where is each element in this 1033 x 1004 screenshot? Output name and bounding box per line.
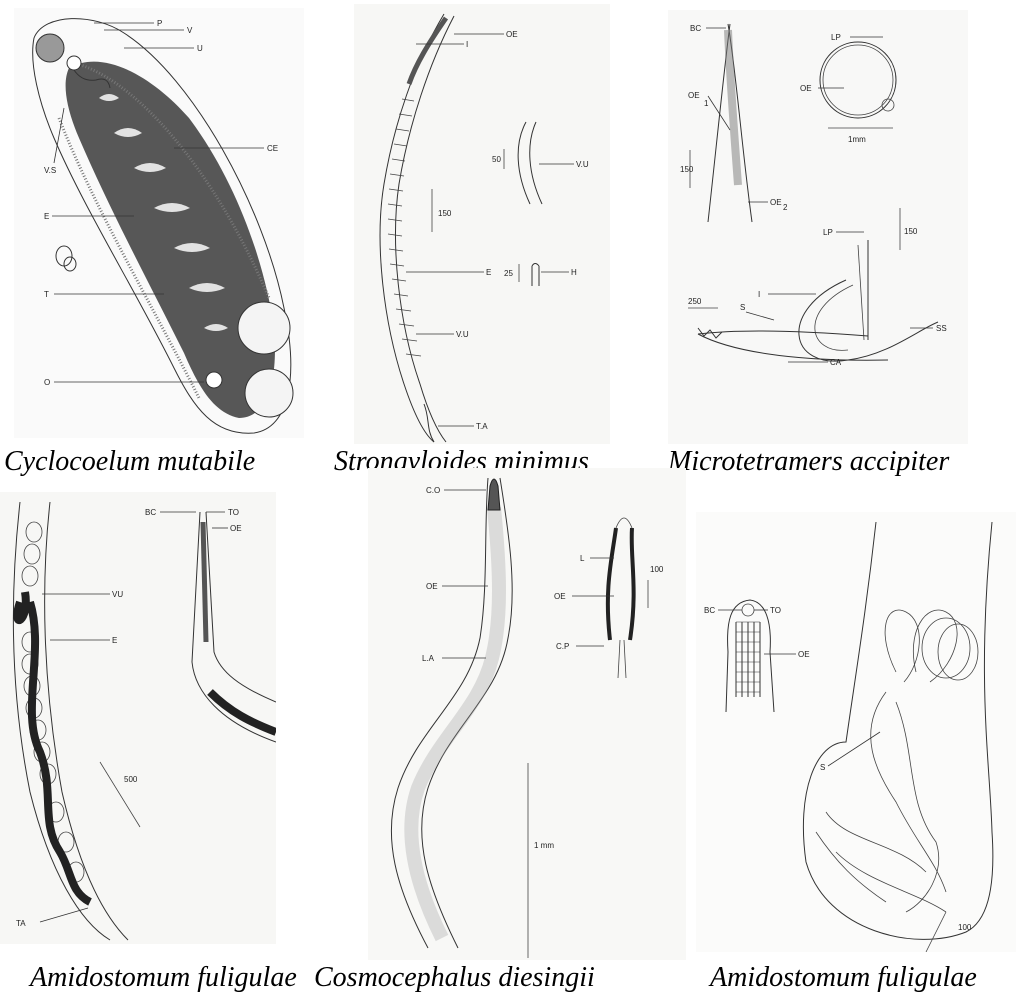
label-s: S bbox=[740, 303, 745, 312]
label-ca: CA bbox=[830, 358, 842, 367]
label-to: TO bbox=[770, 606, 781, 615]
caption-p4: Amidostomum fuligulae bbox=[30, 964, 297, 992]
label-ta: T.A bbox=[476, 422, 488, 431]
panel-microtetramers: BC OE 1 150 OE 2 LP OE 1mm LP 150 I SS 2… bbox=[668, 10, 968, 444]
label-p: P bbox=[157, 19, 162, 28]
label-o: O bbox=[44, 378, 50, 387]
label-oe: OE bbox=[426, 582, 438, 591]
label-vu: VU bbox=[112, 590, 123, 599]
label-scale-50: 50 bbox=[492, 155, 501, 164]
label-vu: V.U bbox=[456, 330, 469, 339]
label-oe: OE bbox=[230, 524, 242, 533]
panel-cyclocoelum: P V U CE V.S E T O bbox=[14, 8, 304, 438]
label-e: E bbox=[486, 268, 491, 277]
strongyloides-drawing: OE I 50 V.U 150 E 25 H V.U T.A bbox=[354, 4, 610, 444]
label-cp: C.P bbox=[556, 642, 569, 651]
label-scale-500: 500 bbox=[124, 775, 138, 784]
label-oe1-sub: 1 bbox=[704, 99, 709, 108]
label-ss: SS bbox=[936, 324, 947, 333]
label-i: I bbox=[758, 290, 760, 299]
label-scale-25: 25 bbox=[504, 269, 513, 278]
label-oe-detail: OE bbox=[554, 592, 566, 601]
label-scale-100: 100 bbox=[958, 923, 972, 932]
label-bc: BC bbox=[704, 606, 715, 615]
label-i: I bbox=[466, 40, 468, 49]
label-e: E bbox=[112, 636, 117, 645]
amidostomum-2-drawing: BC TO OE S 100 bbox=[696, 512, 1016, 952]
panel-amidostomum-2: BC TO OE S 100 bbox=[696, 512, 1016, 952]
label-vs: V.S bbox=[44, 166, 56, 175]
label-lp: LP bbox=[831, 33, 841, 42]
label-la: L.A bbox=[422, 654, 435, 663]
label-s: S bbox=[820, 763, 825, 772]
label-ce: CE bbox=[267, 144, 278, 153]
label-bc: BC bbox=[145, 508, 156, 517]
label-scale-100: 100 bbox=[650, 565, 664, 574]
caption-p1: Cyclocoelum mutabile bbox=[4, 448, 255, 476]
label-t: T bbox=[44, 290, 49, 299]
label-oe: OE bbox=[798, 650, 810, 659]
label-scale-1mm: 1 mm bbox=[534, 841, 554, 850]
panel-amidostomum-1: BC TO OE VU E 500 TA bbox=[0, 492, 276, 944]
label-h: H bbox=[571, 268, 577, 277]
label-scale-1mm: 1mm bbox=[848, 135, 866, 144]
label-ta: TA bbox=[16, 919, 26, 928]
label-scale-150: 150 bbox=[680, 165, 694, 174]
microtetramers-drawing: BC OE 1 150 OE 2 LP OE 1mm LP 150 I SS 2… bbox=[668, 10, 968, 444]
label-scale-250: 250 bbox=[688, 297, 702, 306]
label-lp-detail: LP bbox=[823, 228, 833, 237]
panel-cosmocephalus: C.O OE L.A 1 mm L 100 OE C.P bbox=[368, 468, 686, 960]
label-e: E bbox=[44, 212, 49, 221]
label-oe2: OE bbox=[770, 198, 782, 207]
label-scale-150-detail: 150 bbox=[904, 227, 918, 236]
label-to: TO bbox=[228, 508, 239, 517]
label-scale-150: 150 bbox=[438, 209, 452, 218]
label-oe2-sub: 2 bbox=[783, 203, 788, 212]
cyclocoelum-drawing: P V U CE V.S E T O bbox=[14, 8, 304, 438]
label-v: V bbox=[187, 26, 193, 35]
cosmocephalus-drawing: C.O OE L.A 1 mm L 100 OE C.P bbox=[368, 468, 686, 960]
caption-p5: Cosmocephalus diesingii bbox=[314, 964, 595, 992]
label-oe: OE bbox=[506, 30, 518, 39]
label-vu-detail: V.U bbox=[576, 160, 589, 169]
label-co: C.O bbox=[426, 486, 440, 495]
label-bc: BC bbox=[690, 24, 701, 33]
amidostomum-1-drawing: BC TO OE VU E 500 TA bbox=[0, 492, 276, 944]
caption-p3: Microtetramers accipiter bbox=[668, 448, 949, 476]
panel-strongyloides: OE I 50 V.U 150 E 25 H V.U T.A bbox=[354, 4, 610, 444]
caption-p6: Amidostomum fuligulae bbox=[710, 964, 977, 992]
label-oe1: OE bbox=[688, 91, 700, 100]
label-l: L bbox=[580, 554, 585, 563]
label-oe-coil: OE bbox=[800, 84, 812, 93]
label-u: U bbox=[197, 44, 203, 53]
